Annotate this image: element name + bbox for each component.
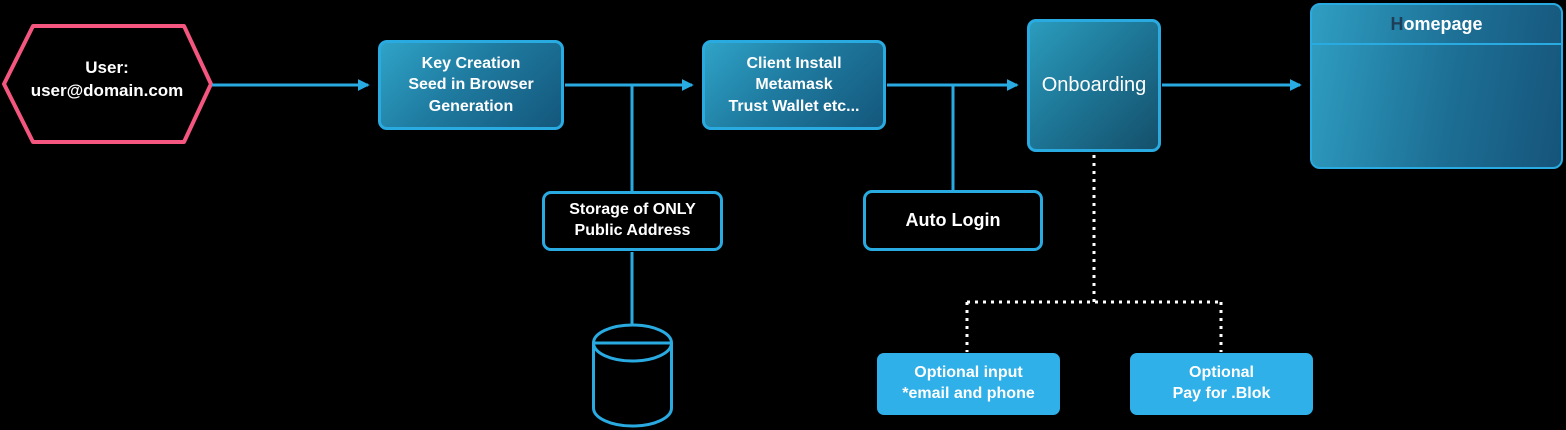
key-creation-line1: Key Creation	[421, 55, 521, 73]
node-onboarding: Onboarding	[1027, 19, 1161, 152]
storage-line1: Storage of ONLY	[569, 201, 696, 219]
optional-pay-line1: Optional	[1189, 364, 1254, 382]
optional-pay-line2: Pay for .Blok	[1172, 385, 1271, 402]
node-client-install: Client Install Metamask Trust Wallet etc…	[702, 40, 886, 130]
node-key-creation: Key Creation Seed in Browser Generation	[378, 40, 564, 130]
user-line1: User:	[85, 58, 129, 77]
onboarding-label: Onboarding	[1041, 74, 1147, 97]
auto-login-label: Auto Login	[905, 209, 1001, 230]
node-auto-login: Auto Login	[863, 190, 1043, 251]
user-node-label: User: user@domain.com	[8, 57, 206, 103]
node-optional-pay: Optional Pay for .Blok	[1130, 353, 1313, 415]
optional-input-line2: *email and phone	[902, 385, 1035, 402]
client-install-line1: Client Install	[746, 55, 842, 73]
client-install-line3: Trust Wallet etc...	[728, 97, 860, 115]
client-install-line2: Metamask	[755, 76, 833, 94]
node-optional-input: Optional input *email and phone	[877, 353, 1060, 415]
user-line2: user@domain.com	[30, 80, 184, 100]
database-icon	[592, 323, 673, 428]
node-homepage: Homepage	[1310, 3, 1563, 169]
user-hexagon-shape	[2, 24, 213, 144]
homepage-title: Homepage	[1390, 13, 1483, 34]
node-storage: Storage of ONLY Public Address	[542, 191, 723, 251]
storage-line2: Public Address	[574, 222, 691, 239]
homepage-header: Homepage	[1312, 5, 1561, 45]
key-creation-line3: Generation	[428, 97, 514, 115]
key-creation-line2: Seed in Browser	[408, 76, 534, 94]
optional-input-line1: Optional input	[914, 364, 1023, 382]
homepage-body	[1312, 45, 1561, 167]
